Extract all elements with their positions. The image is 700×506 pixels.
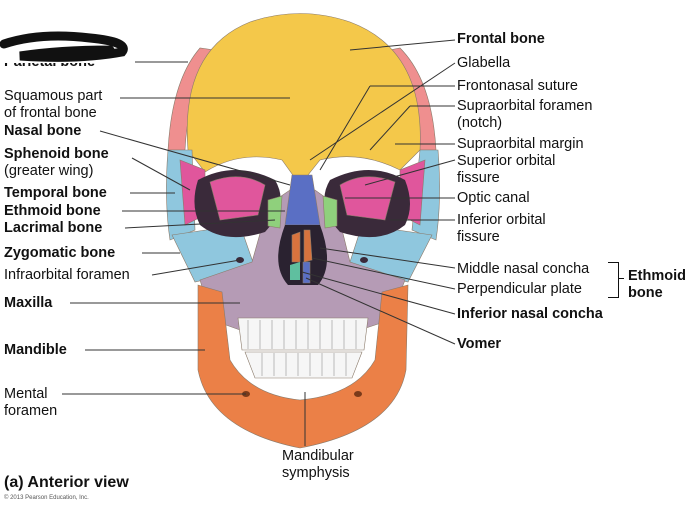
label-maxilla: Maxilla — [4, 295, 53, 311]
label-sphenoid-bone: Sphenoid bone — [4, 146, 109, 162]
label-nasal-bone: Nasal bone — [4, 123, 82, 139]
vomer — [302, 261, 311, 284]
label-parietal-bone: Parietal bone — [4, 54, 96, 70]
nasal-bone — [284, 174, 321, 226]
label-ethmoid-bone-right-2: bone — [628, 285, 663, 301]
lacrimal-bone — [267, 195, 283, 229]
label-mental-foramen-2: foramen — [4, 403, 58, 419]
label-superior-orbital-fissure: Superior orbital — [457, 153, 556, 169]
label-frontonasal-suture: Frontonasal suture — [457, 78, 578, 94]
label-perpendicular-plate: Perpendicular plate — [457, 281, 582, 297]
mental-foramen-right — [354, 391, 362, 397]
nasal-cavity — [278, 225, 328, 285]
upper-teeth — [237, 317, 369, 351]
label-ethmoid-bone: Ethmoid bone — [4, 203, 101, 219]
middle-nasal-concha — [291, 231, 301, 263]
label-infraorbital-foramen: Infraorbital foramen — [4, 267, 130, 283]
figure-caption: (a) Anterior view — [4, 474, 129, 491]
label-inferior-nasal-concha: Inferior nasal concha — [457, 306, 603, 322]
scribble-redaction — [0, 31, 128, 62]
label-squamous-part-2: of frontal bone — [4, 105, 97, 121]
leader-lines — [62, 39, 456, 446]
mandible — [197, 284, 409, 449]
teeth-separators — [247, 320, 357, 376]
label-glabella: Glabella — [457, 55, 511, 71]
label-ethmoid-bone-right: Ethmoid — [628, 268, 686, 284]
label-inferior-orbital-fissure: Inferior orbital — [457, 212, 546, 228]
label-temporal-bone: Temporal bone — [4, 185, 107, 201]
copyright-notice: © 2013 Pearson Education, Inc. — [4, 495, 89, 501]
perpendicular-plate — [303, 229, 313, 263]
label-superior-orbital-fissure-2: fissure — [457, 170, 500, 186]
label-supraorbital-foramen: Supraorbital foramen — [457, 98, 593, 114]
label-mandibular-symphysis-2: symphysis — [282, 465, 350, 481]
label-frontal-bone: Frontal bone — [457, 31, 545, 47]
frontal-bone — [186, 13, 421, 186]
label-inferior-orbital-fissure-2: fissure — [457, 229, 500, 245]
ethmoid-bracket — [608, 262, 619, 298]
inferior-nasal-concha — [290, 262, 300, 280]
orbit-sphenoid-left — [209, 176, 266, 221]
label-supraorbital-foramen-2: (notch) — [457, 115, 503, 131]
label-middle-nasal-concha: Middle nasal concha — [457, 261, 590, 277]
infraorbital-foramen-right — [360, 257, 368, 263]
label-mandibular-symphysis: Mandibular — [282, 448, 354, 464]
label-mandible: Mandible — [4, 342, 67, 358]
label-supraorbital-margin: Supraorbital margin — [457, 136, 584, 152]
label-optic-canal: Optic canal — [457, 190, 530, 206]
label-lacrimal-bone: Lacrimal bone — [4, 220, 103, 236]
label-vomer: Vomer — [457, 336, 502, 352]
label-sphenoid-greater-wing: (greater wing) — [4, 163, 94, 179]
ethmoid-bracket-tick — [618, 278, 624, 279]
label-squamous-part: Squamous part — [4, 88, 103, 104]
lower-teeth — [244, 351, 363, 379]
label-zygomatic-bone: Zygomatic bone — [4, 245, 116, 261]
label-mental-foramen: Mental — [4, 386, 48, 402]
lacrimal-bone-right — [322, 195, 338, 229]
